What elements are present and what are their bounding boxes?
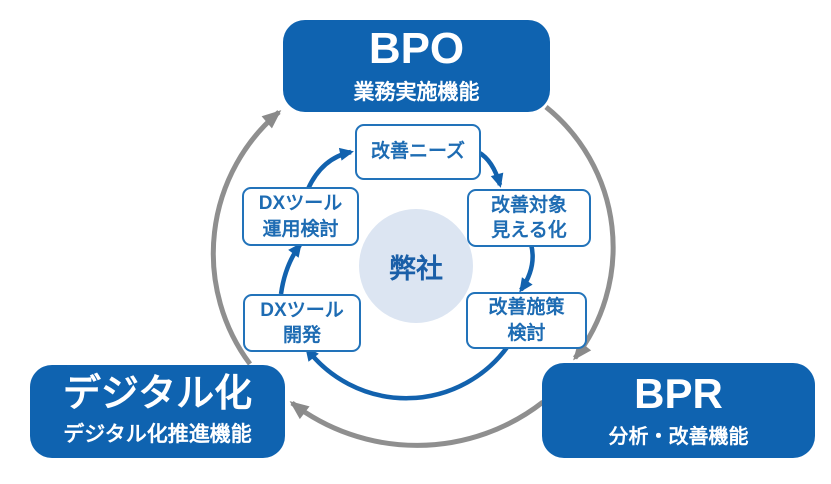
node-visualize-targets-line2: 見える化 bbox=[491, 220, 567, 241]
node-bpr: BPR 分析・改善機能 bbox=[542, 363, 815, 458]
node-digital: デジタル化 デジタル化推進機能 bbox=[30, 365, 285, 458]
node-bpo: BPO 業務実施機能 bbox=[283, 20, 550, 112]
node-improvement-measures-line1: 改善施策 bbox=[488, 297, 565, 319]
node-visualize-targets: 改善対象 見える化 bbox=[467, 189, 591, 247]
node-dx-tool-development: DXツール 開発 bbox=[243, 294, 361, 352]
inner-arrow-ops-to-needs bbox=[305, 147, 354, 190]
node-bpo-subtitle: 業務実施機能 bbox=[353, 80, 480, 104]
center-node-company: 弊社 bbox=[359, 209, 473, 323]
inner-arrow-measures-to-dev bbox=[305, 344, 510, 401]
center-node-label: 弊社 bbox=[389, 253, 443, 284]
node-visualize-targets-line1: 改善対象 bbox=[490, 194, 567, 216]
node-digital-subtitle: デジタル化推進機能 bbox=[63, 422, 252, 446]
node-dx-tool-operation-line1: DXツール bbox=[258, 193, 343, 215]
outer-arc-bpo-to-bpr bbox=[544, 105, 616, 361]
node-bpr-title: BPR bbox=[634, 370, 723, 418]
inner-arrow-visualize-to-measures bbox=[519, 243, 535, 293]
node-bpr-subtitle: 分析・改善機能 bbox=[608, 425, 749, 448]
node-improvement-needs-label: 改善ニーズ bbox=[370, 141, 466, 163]
node-dx-tool-operation-line2: 運用検討 bbox=[262, 218, 339, 240]
outer-arc-digital-to-bpo bbox=[210, 110, 282, 366]
outer-arc-bpr-to-digital bbox=[289, 400, 545, 448]
node-dx-tool-operation: DXツール 運用検討 bbox=[242, 187, 359, 246]
node-bpo-title: BPO bbox=[368, 24, 465, 74]
node-dx-tool-development-line1: DXツール bbox=[260, 299, 344, 321]
node-improvement-measures: 改善施策 検討 bbox=[466, 292, 587, 349]
node-improvement-needs: 改善ニーズ bbox=[355, 124, 481, 180]
node-digital-title: デジタル化 bbox=[62, 373, 253, 416]
inner-arrow-needs-to-visualize bbox=[476, 150, 504, 188]
inner-arrow-dev-to-ops bbox=[278, 242, 302, 295]
node-dx-tool-development-line2: 開発 bbox=[282, 325, 321, 346]
node-improvement-measures-line2: 検討 bbox=[507, 322, 546, 344]
